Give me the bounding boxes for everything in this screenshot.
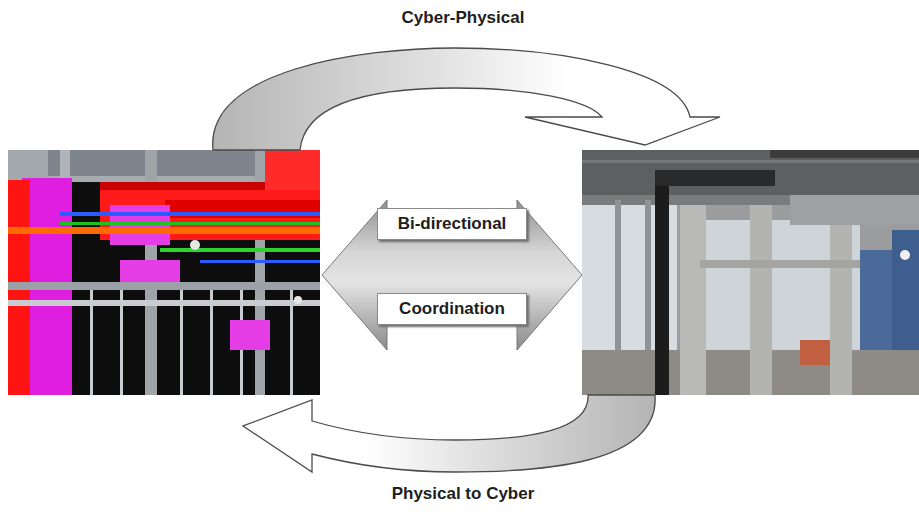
arrow-caption: Cyber-Physical	[402, 8, 525, 28]
site-photo-image	[582, 150, 919, 395]
bim-model-image	[8, 150, 320, 395]
double-arrow: Bi-directionalCoordination	[322, 200, 582, 350]
arrow-text-box: Bi-directional	[377, 208, 527, 240]
arrow-text-box: Coordination	[377, 293, 527, 325]
arrow-caption: Physical to Cyber	[392, 484, 535, 504]
curved-arrow	[243, 395, 655, 472]
curved-arrow	[213, 48, 720, 150]
